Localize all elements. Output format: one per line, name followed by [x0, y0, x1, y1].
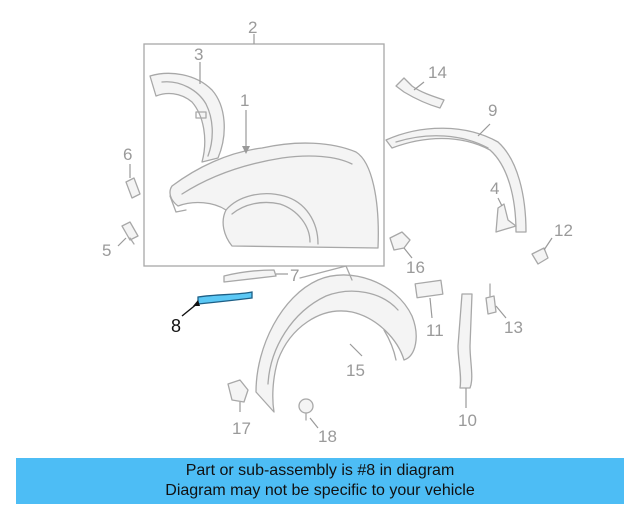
part-10-seal[interactable] — [457, 293, 473, 389]
label-6: 6 — [123, 145, 132, 164]
part-14-bracket[interactable] — [395, 77, 445, 109]
part-11-pad[interactable] — [414, 279, 444, 299]
label-14: 14 — [428, 63, 447, 82]
assembly-box-2 — [143, 43, 385, 267]
label-7: 7 — [290, 266, 299, 285]
part-5-bolt[interactable] — [121, 221, 139, 245]
label-1: 1 — [240, 91, 249, 110]
label-16: 16 — [406, 258, 425, 277]
part-18-pushclip[interactable] — [298, 398, 314, 421]
part-6-clip[interactable] — [125, 177, 141, 199]
banner-line-1: Part or sub-assembly is #8 in diagram — [185, 462, 455, 479]
label-2: 2 — [248, 18, 257, 37]
part-7-strip[interactable] — [223, 269, 277, 283]
part-16-clip[interactable] — [389, 231, 411, 251]
part-9-flare[interactable] — [385, 127, 527, 233]
label-8: 8 — [171, 316, 181, 336]
label-3: 3 — [194, 45, 203, 64]
label-17: 17 — [232, 419, 251, 438]
label-10: 10 — [458, 411, 477, 430]
label-12: 12 — [554, 221, 573, 240]
part-17-retainer[interactable] — [227, 379, 249, 403]
label-5: 5 — [102, 241, 111, 260]
label-9: 9 — [488, 101, 497, 120]
part-13-pin[interactable] — [485, 283, 497, 315]
part-1-fender[interactable] — [169, 142, 379, 249]
part-12-nut[interactable] — [531, 247, 549, 265]
label-4: 4 — [490, 179, 499, 198]
label-15: 15 — [346, 361, 365, 380]
banner-line-2: Diagram may not be specific to your vehi… — [165, 482, 475, 499]
part-4-retainer[interactable] — [495, 203, 517, 233]
part-3-liner[interactable] — [149, 72, 225, 163]
label-18: 18 — [318, 427, 337, 446]
part-8-molding[interactable] — [197, 291, 253, 305]
part-15-liner[interactable] — [255, 265, 417, 413]
label-11: 11 — [426, 321, 444, 340]
label-13: 13 — [504, 318, 523, 337]
info-banner: Part or sub-assembly is #8 in diagram Di… — [16, 458, 624, 504]
